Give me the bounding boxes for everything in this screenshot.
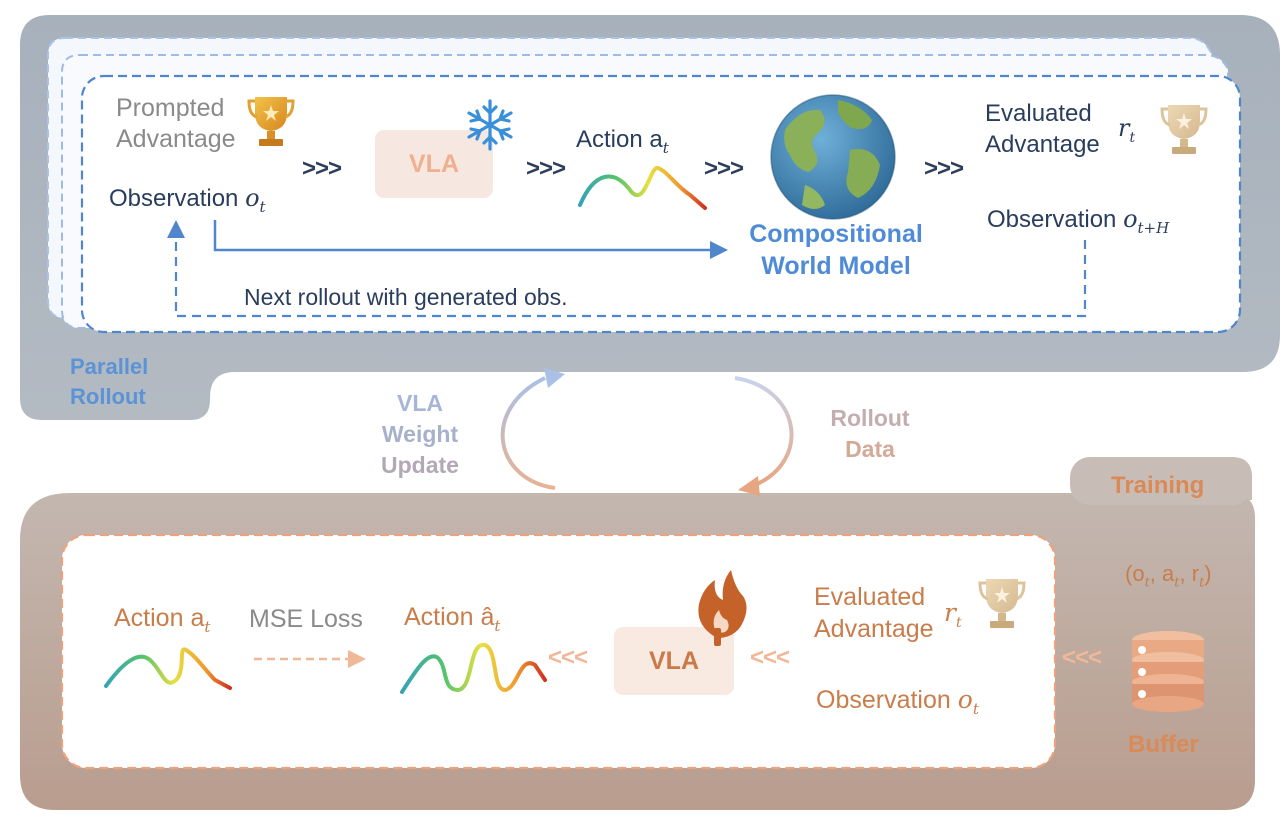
action-bottom-label: Action at xyxy=(114,604,211,636)
fire-icon xyxy=(698,570,747,646)
chevrons-left-1: <<< xyxy=(1062,644,1102,671)
earth-icon xyxy=(770,94,896,220)
buffer-label: Buffer xyxy=(1128,731,1199,758)
action-trajectory-top xyxy=(578,166,707,210)
tuple-label: (ot, at, rt) xyxy=(1125,561,1212,591)
action-hat-trajectory xyxy=(400,643,547,694)
chevrons-left-2: <<< xyxy=(750,644,790,671)
vla-weight-update-arrow xyxy=(500,368,565,490)
chevrons-left-3: <<< xyxy=(548,644,588,671)
loop-caption: Next rollout with generated obs. xyxy=(244,284,568,310)
evaluated-advantage-bottom-line1: Evaluated xyxy=(814,583,926,611)
vla-box-bottom xyxy=(614,627,734,695)
parallel-rollout-panel xyxy=(20,15,1280,420)
rollout-data-arrow xyxy=(734,376,794,496)
evaluated-advantage-bottom-line2: Advantage xyxy=(814,615,934,643)
weight-update-line2: Weight xyxy=(381,421,459,447)
rollout-data-line2: Data xyxy=(845,436,895,462)
database-icon xyxy=(1132,631,1204,712)
reward-symbol-bottom: rt xyxy=(944,598,962,631)
vla-label-top: VLA xyxy=(409,149,459,178)
parallel-label-line2: Rollout xyxy=(70,384,146,409)
observation-bottom-label: Observation ot xyxy=(816,685,979,718)
observation-to-world-model-arrow xyxy=(213,220,728,259)
chevrons-3: >>> xyxy=(704,155,744,182)
mse-loss-arrow xyxy=(254,650,366,668)
next-observation-label: Observation ot+H xyxy=(987,205,1170,237)
action-label-top: Action at xyxy=(576,126,669,157)
evaluated-advantage-line2: Advantage xyxy=(985,131,1100,158)
vla-label-bottom: VLA xyxy=(649,646,699,675)
training-label: Training xyxy=(1111,472,1205,499)
prompted-advantage-label-line2: Advantage xyxy=(116,125,236,153)
world-model-label-line2: World Model xyxy=(761,252,911,280)
snowflake-icon xyxy=(467,99,513,151)
prompted-advantage-label-line1: Prompted xyxy=(116,94,225,122)
trophy-icon-evaluated-bottom xyxy=(978,579,1026,628)
evaluated-advantage-line1: Evaluated xyxy=(985,100,1092,127)
mse-loss-label: MSE Loss xyxy=(249,605,363,633)
action-hat-label: Action ât xyxy=(404,603,501,635)
chevrons-1: >>> xyxy=(302,155,342,182)
parallel-label-line1: Parallel xyxy=(70,354,149,379)
trophy-icon-prompted xyxy=(247,97,295,146)
weight-update-line1: VLA xyxy=(397,390,443,416)
chevrons-2: >>> xyxy=(526,155,566,182)
next-rollout-loop-arrow xyxy=(167,220,1087,318)
world-model-label-line1: Compositional xyxy=(749,220,923,248)
rollout-data-line1: Rollout xyxy=(830,405,910,431)
reward-symbol-top: rt xyxy=(1118,114,1136,146)
action-trajectory-bottom xyxy=(104,647,232,690)
trophy-icon-evaluated-top xyxy=(1160,105,1208,154)
chevrons-4: >>> xyxy=(924,155,964,182)
observation-label: Observation ot xyxy=(109,184,266,216)
vla-box-top xyxy=(375,130,493,198)
weight-update-line3: Update xyxy=(381,452,459,478)
